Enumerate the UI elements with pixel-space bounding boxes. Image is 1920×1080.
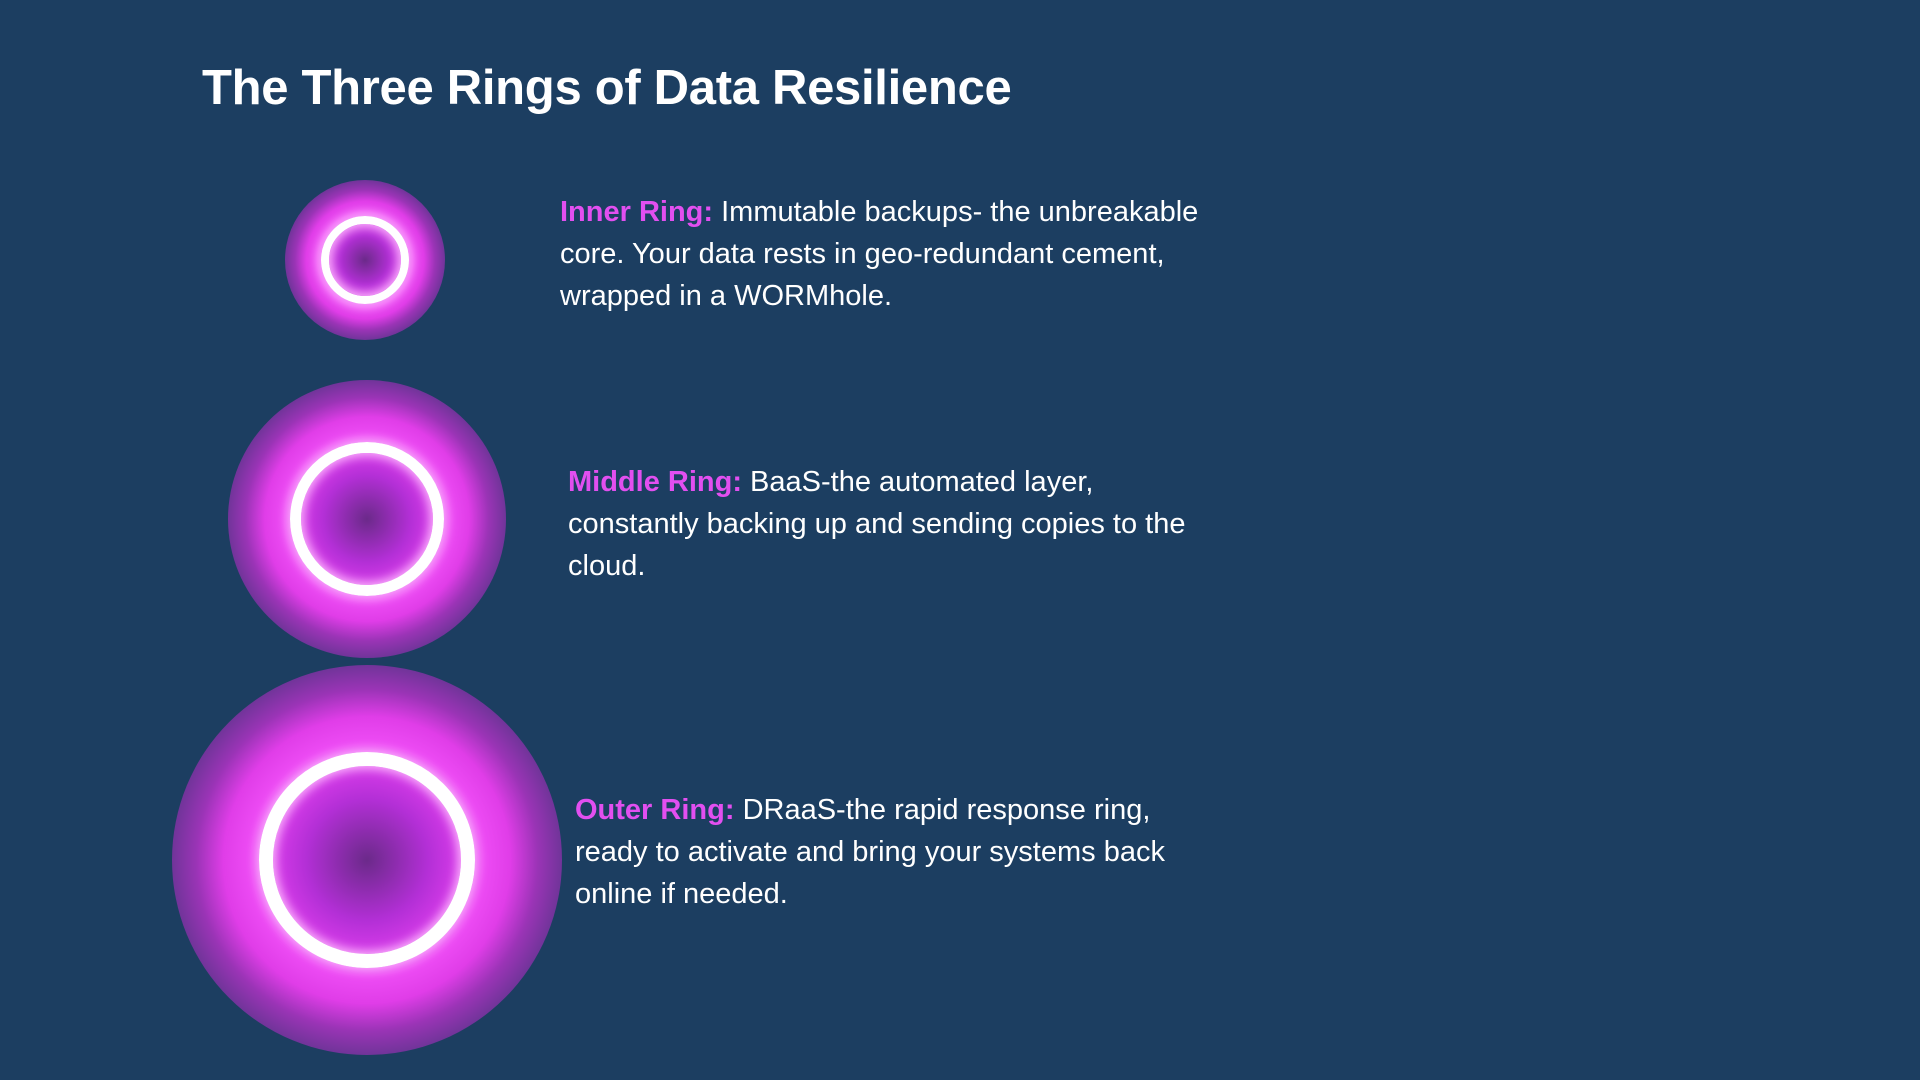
- outer-ring-graphic: [172, 665, 562, 1055]
- inner-ring-band: [321, 216, 409, 304]
- page-title: The Three Rings of Data Resilience: [202, 61, 1012, 115]
- middle-ring-text: BaaS-the automated layer, constantly bac…: [568, 466, 1186, 582]
- middle-ring-graphic: [228, 380, 506, 658]
- middle-ring-band: [290, 442, 444, 596]
- inner-ring-graphic: [285, 180, 445, 340]
- middle-ring-description: Middle Ring: BaaS-the automated layer, c…: [568, 461, 1208, 587]
- outer-ring-band: [259, 752, 475, 968]
- inner-ring-label: Inner Ring:: [560, 196, 714, 228]
- outer-ring-description: Outer Ring: DRaaS-the rapid response rin…: [575, 789, 1215, 915]
- inner-ring-text: Immutable backups- the unbreakable core.…: [560, 196, 1199, 312]
- outer-ring-text: DRaaS-the rapid response ring, ready to …: [575, 794, 1165, 910]
- inner-ring-description: Inner Ring: Immutable backups- the unbre…: [560, 191, 1200, 317]
- middle-ring-label: Middle Ring:: [568, 466, 742, 498]
- outer-ring-label: Outer Ring:: [575, 794, 735, 826]
